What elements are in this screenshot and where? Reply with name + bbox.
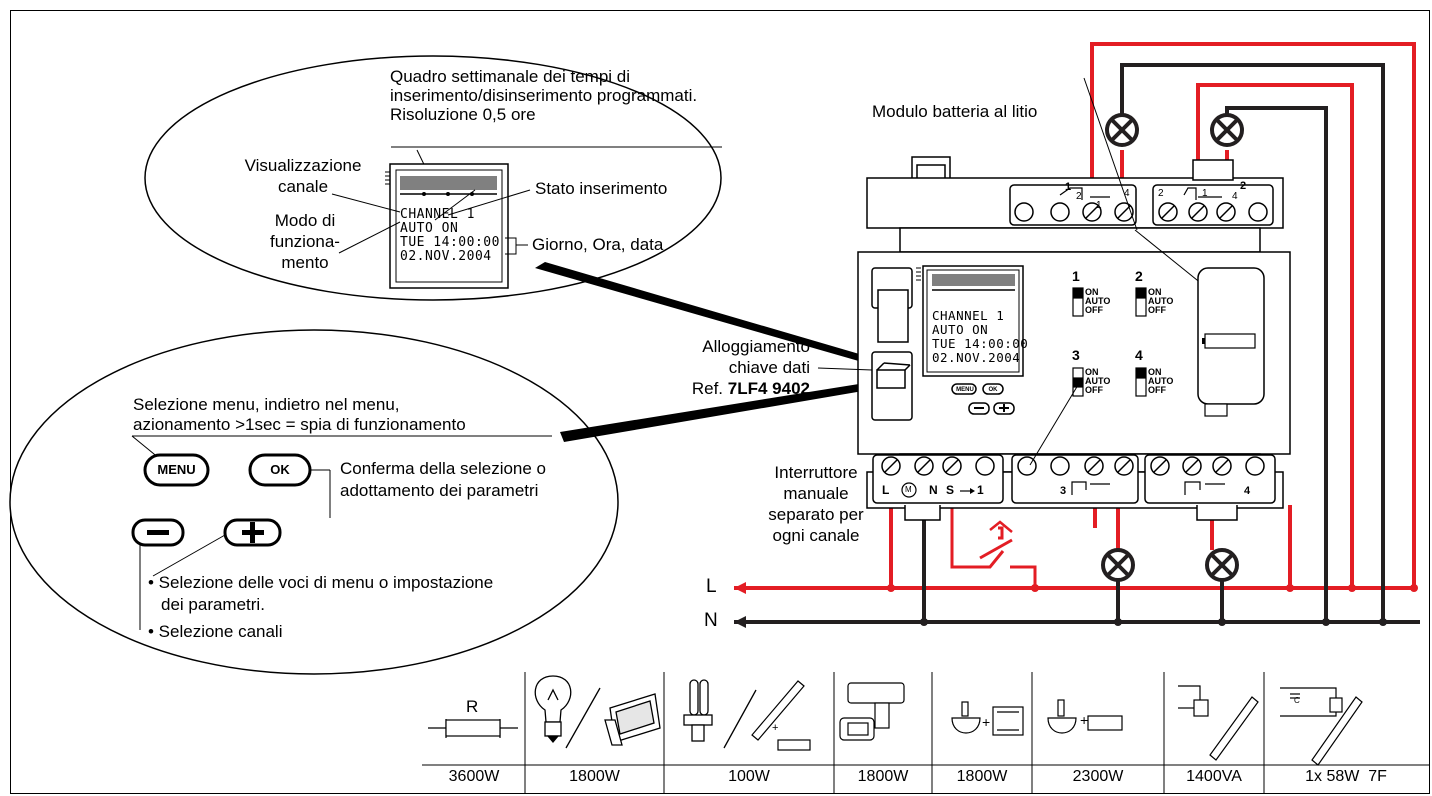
menu-button-small-label: MENU — [956, 387, 974, 393]
channel-number-1: 1 — [1072, 268, 1080, 284]
ok-description-line1: Conferma della selezione o — [340, 459, 547, 478]
top-terminal-blocks — [1009, 184, 1274, 226]
plus-sign-halogen: + — [982, 714, 991, 730]
top-terminal-c2: 2 — [1240, 180, 1247, 192]
lamp-icon-ch3 — [1101, 548, 1135, 582]
load-value-fluorescent-ballast: 1400VA — [1186, 768, 1242, 785]
compact-fluorescent-icon — [683, 679, 713, 742]
halogen-electronic-transformer-icon — [1047, 699, 1123, 734]
load-value-halogen-electronic: 2300W — [1072, 768, 1124, 785]
floodlight-icon — [604, 693, 661, 746]
ok-description-line2: adottamento dei parametri — [340, 481, 539, 500]
top-terminal-t4a: 4 — [1124, 188, 1130, 199]
resistor-icon — [428, 719, 518, 738]
key-slot-label: Alloggiamento chiave dati Ref. 7LF4 9402 — [691, 337, 810, 398]
menu-description-line1: Selezione menu, indietro nel menu, — [133, 395, 400, 414]
diagram-frame — [10, 10, 1430, 794]
channel-number-3: 3 — [1072, 347, 1080, 363]
lamp-icon-ch4 — [1205, 548, 1239, 582]
plus-minus-description-line1: • Selezione delle voci di menu o imposta… — [148, 573, 494, 592]
top-terminal-t2a: 2 — [1076, 191, 1082, 202]
bottom-terminal-l: L — [882, 483, 890, 497]
battery-module-label: Modulo batteria al litio — [872, 102, 1038, 121]
plus-sign-cfl: + — [772, 722, 779, 734]
load-value-halogen-transformer: 1800W — [956, 768, 1008, 785]
weekly-table-title-line3: Risoluzione 0,5 ore — [390, 105, 536, 124]
external-push-switch — [950, 505, 1037, 588]
incandescent-bulb-icon — [534, 675, 572, 744]
menu-button-big[interactable] — [143, 453, 210, 487]
top-terminal-t2b: 2 — [1158, 188, 1164, 199]
phase-wiring — [734, 42, 1416, 590]
phase-line-label: L — [706, 576, 717, 597]
manual-switch-label: Interruttore manuale separato per ogni c… — [768, 463, 864, 545]
callout-pointer-top — [535, 262, 924, 378]
resistor-label: R — [466, 697, 479, 716]
top-terminal-t1a: 1 — [1096, 200, 1102, 211]
load-value-resistive: 3600W — [448, 768, 500, 785]
data-key-slot — [871, 267, 913, 421]
fluorescent-capacitor-icon — [1280, 687, 1363, 766]
menu-description-line2: azionamento >1sec = spia di funzionament… — [133, 415, 466, 434]
load-value-motor: 1800W — [857, 768, 909, 785]
channel-number-2: 2 — [1135, 268, 1143, 284]
menu-button-label: MENU — [157, 462, 196, 477]
ok-button-label: OK — [270, 462, 290, 477]
mode-label: Modo di funziona- mento — [270, 211, 340, 272]
bottom-terminal-s: S — [946, 483, 955, 497]
load-value-incandescent: 1800W — [569, 768, 620, 785]
datetime-label: Giorno, Ora, data — [532, 235, 664, 254]
bottom-terminal-c4: 4 — [1244, 485, 1251, 497]
weekly-table-title-line1: Quadro settimanale dei tempi di — [390, 67, 631, 86]
channel-selection-description: • Selezione canali — [148, 622, 283, 641]
neutral-wiring — [734, 63, 1420, 624]
load-value-fluorescent-capacitor: 1x 58W 7F — [1305, 768, 1387, 785]
menu-button-small[interactable] — [951, 383, 977, 395]
bottom-terminal-n: N — [929, 483, 938, 497]
neutral-line-label: N — [704, 610, 718, 631]
load-value-fluorescent-compact: 100W — [728, 768, 770, 785]
halogen-transformer-icon — [951, 701, 1024, 736]
bottom-terminal-c3: 3 — [1060, 485, 1067, 497]
load-table — [422, 672, 1430, 794]
channel-switches[interactable] — [1072, 287, 1147, 397]
ok-button-small[interactable] — [982, 383, 1004, 395]
lamp-icon-ch1 — [1105, 113, 1139, 147]
ok-button-big[interactable] — [248, 453, 312, 487]
ok-button-small-label: OK — [988, 387, 998, 393]
plus-minus-description-line2: dei parametri. — [161, 595, 265, 614]
bottom-terminal-one: 1 — [977, 483, 984, 497]
callout-bubble-buttons — [9, 329, 619, 675]
fluorescent-ballast-icon — [1178, 685, 1259, 761]
weekly-table-title-line2: inserimento/disinserimento programmati. — [390, 86, 698, 105]
fluorescent-tube-icon — [751, 680, 811, 751]
lamp-icon-ch2 — [1210, 113, 1244, 147]
top-terminal-t4b: 4 — [1232, 191, 1238, 202]
bottom-terminal-m: M — [905, 485, 912, 494]
plus-sign-halogen-electronic: + — [1080, 712, 1089, 728]
switch-state-label: Stato inserimento — [535, 179, 668, 198]
top-terminal-c1: 1 — [1065, 181, 1072, 193]
battery-icon — [1204, 333, 1256, 349]
top-terminal-t1b: 1 — [1202, 188, 1208, 199]
drill-motor-icon — [839, 682, 905, 741]
channel-number-4: 4 — [1135, 347, 1143, 363]
capacitor-label: C — [1294, 696, 1300, 705]
weekly-bar-chart — [385, 171, 497, 196]
channel-display-label: Visualizzazione canale — [244, 156, 362, 196]
